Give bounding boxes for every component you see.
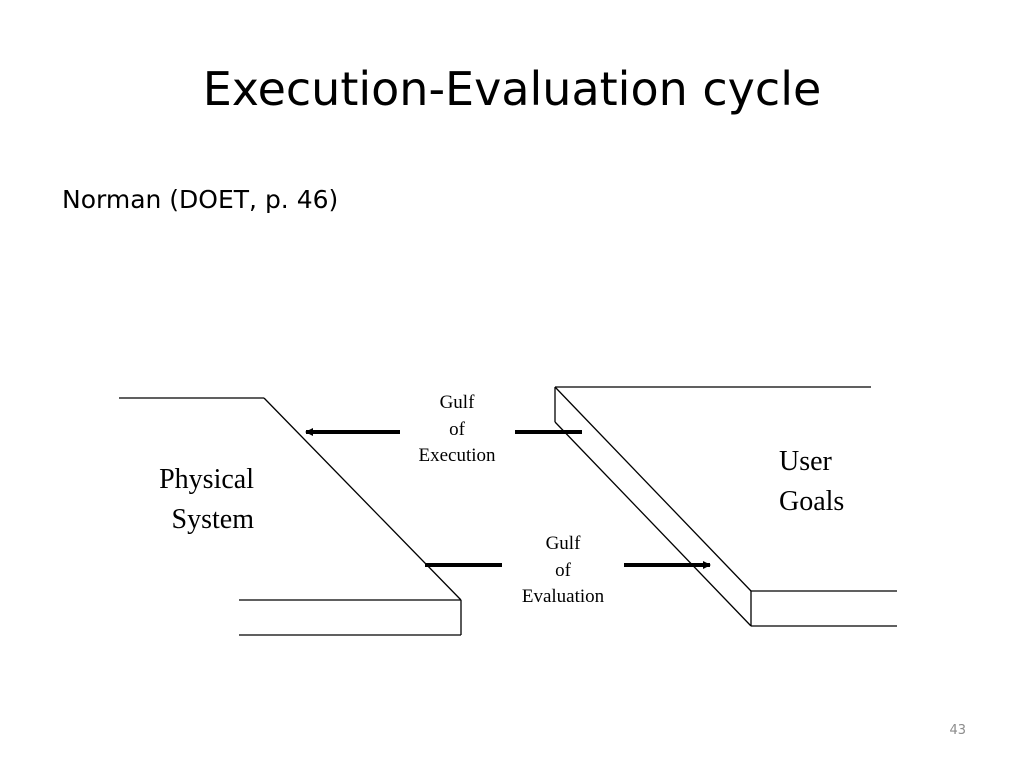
- gulf-of-execution-line3: Execution: [418, 445, 496, 466]
- user-goals-label-line2: Goals: [779, 486, 844, 517]
- gulf-of-evaluation-line1: Gulf: [546, 533, 582, 554]
- physical-system-block: [119, 397, 462, 636]
- user-goals-slope-upper: [554, 386, 752, 592]
- gulf-of-evaluation-line2: of: [555, 560, 572, 581]
- user-goals-label-line1: User: [779, 446, 833, 477]
- physical-system-label-line1: Physical: [159, 464, 254, 495]
- physical-system-slope-edge: [263, 397, 462, 601]
- gulf-of-execution-line2: of: [449, 419, 466, 440]
- user-goals-block: [554, 386, 897, 627]
- physical-system-label-line2: System: [172, 504, 255, 535]
- user-goals-label: User Goals: [779, 446, 844, 517]
- subtitle-citation: Norman (DOET, p. 46): [62, 185, 339, 214]
- user-goals-slope-lower: [554, 421, 752, 627]
- gulf-of-evaluation-label: Gulf of Evaluation: [522, 533, 605, 607]
- gulf-of-evaluation-line3: Evaluation: [522, 586, 605, 607]
- gulf-of-execution-label: Gulf of Execution: [418, 392, 496, 466]
- gulf-of-execution-line1: Gulf: [440, 392, 476, 413]
- physical-system-label: Physical System: [159, 464, 254, 535]
- page-number: 43: [949, 723, 966, 738]
- slide-title: Execution-Evaluation cycle: [202, 62, 822, 116]
